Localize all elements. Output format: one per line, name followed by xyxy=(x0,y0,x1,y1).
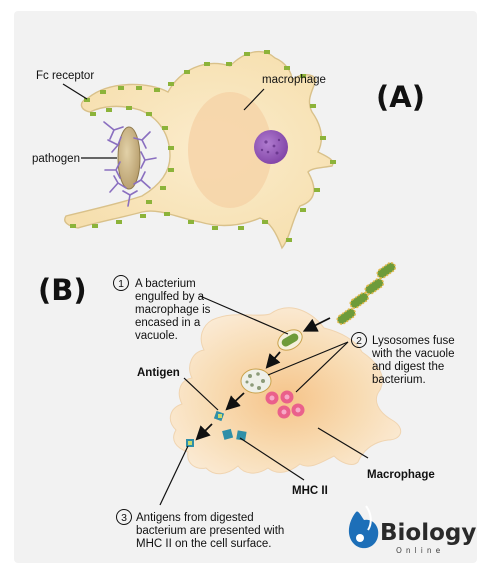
antigen-label: Antigen xyxy=(137,367,180,379)
macrophage-b-label: Macrophage xyxy=(367,469,435,481)
pathogen-label: pathogen xyxy=(32,153,80,165)
step-3-line: Antigens from digested xyxy=(136,512,254,524)
step-3-line: bacterium are presented with xyxy=(136,525,284,537)
fc-receptor-label: Fc receptor xyxy=(36,70,94,82)
step-2-line: Lysosomes fuse xyxy=(372,335,455,347)
panel-a: Fc receptor macrophage pathogen (A) xyxy=(32,50,425,250)
step-2-line: with the vacuole xyxy=(371,348,454,360)
pathogen-body xyxy=(117,126,141,190)
panel-a-letter: (A) xyxy=(376,80,425,114)
step-3-line: MHC II on the cell surface. xyxy=(136,538,272,550)
logo-sub: Online xyxy=(396,546,444,555)
step-1-line: engulfed by a xyxy=(135,291,205,303)
bacteria-outside xyxy=(336,261,397,325)
step-2-number: 2 xyxy=(356,335,362,347)
panel-b-letter: (B) xyxy=(38,273,87,307)
logo-name: Biology xyxy=(380,520,476,546)
step-1-line: vacuole. xyxy=(135,330,178,342)
macrophage-a-label: macrophage xyxy=(262,74,326,86)
vacuole-2 xyxy=(240,368,272,394)
step-3-text: Antigens from digested bacterium are pre… xyxy=(136,512,288,550)
step-2-text: Lysosomes fuse with the vacuole and dige… xyxy=(371,335,458,386)
step-1-line: encased in a xyxy=(135,317,201,329)
macrophage-a-nucleus xyxy=(254,130,288,164)
logo-icon xyxy=(348,505,379,549)
mhc-label: MHC II xyxy=(292,485,328,497)
macrophage-a-cytoplasm xyxy=(188,92,272,208)
step-2-marker: 2 xyxy=(351,332,367,348)
antigen-mhc-complexes xyxy=(186,410,247,447)
step-2-line: and digest the xyxy=(372,361,444,373)
fc-receptors xyxy=(70,50,336,242)
step-2-line: bacterium. xyxy=(372,374,426,386)
step-1-marker: 1 xyxy=(113,275,129,291)
step-1-number: 1 xyxy=(118,278,124,290)
step-3-number: 3 xyxy=(121,512,127,524)
biology-online-logo: Biology Online xyxy=(348,505,476,555)
process-arrows xyxy=(195,317,331,441)
step-1-line: A bacterium xyxy=(135,278,196,290)
step-3-marker: 3 xyxy=(116,509,132,525)
vacuole-1-bacterium xyxy=(281,333,299,347)
antibody-group xyxy=(103,121,157,207)
lysosomes xyxy=(265,390,305,419)
panel-b: 1 2 3 A bacterium engulfed by a macropha… xyxy=(38,261,458,550)
step-1-text: A bacterium engulfed by a macrophage is … xyxy=(135,278,214,342)
step-1-line: macrophage is xyxy=(135,304,211,316)
